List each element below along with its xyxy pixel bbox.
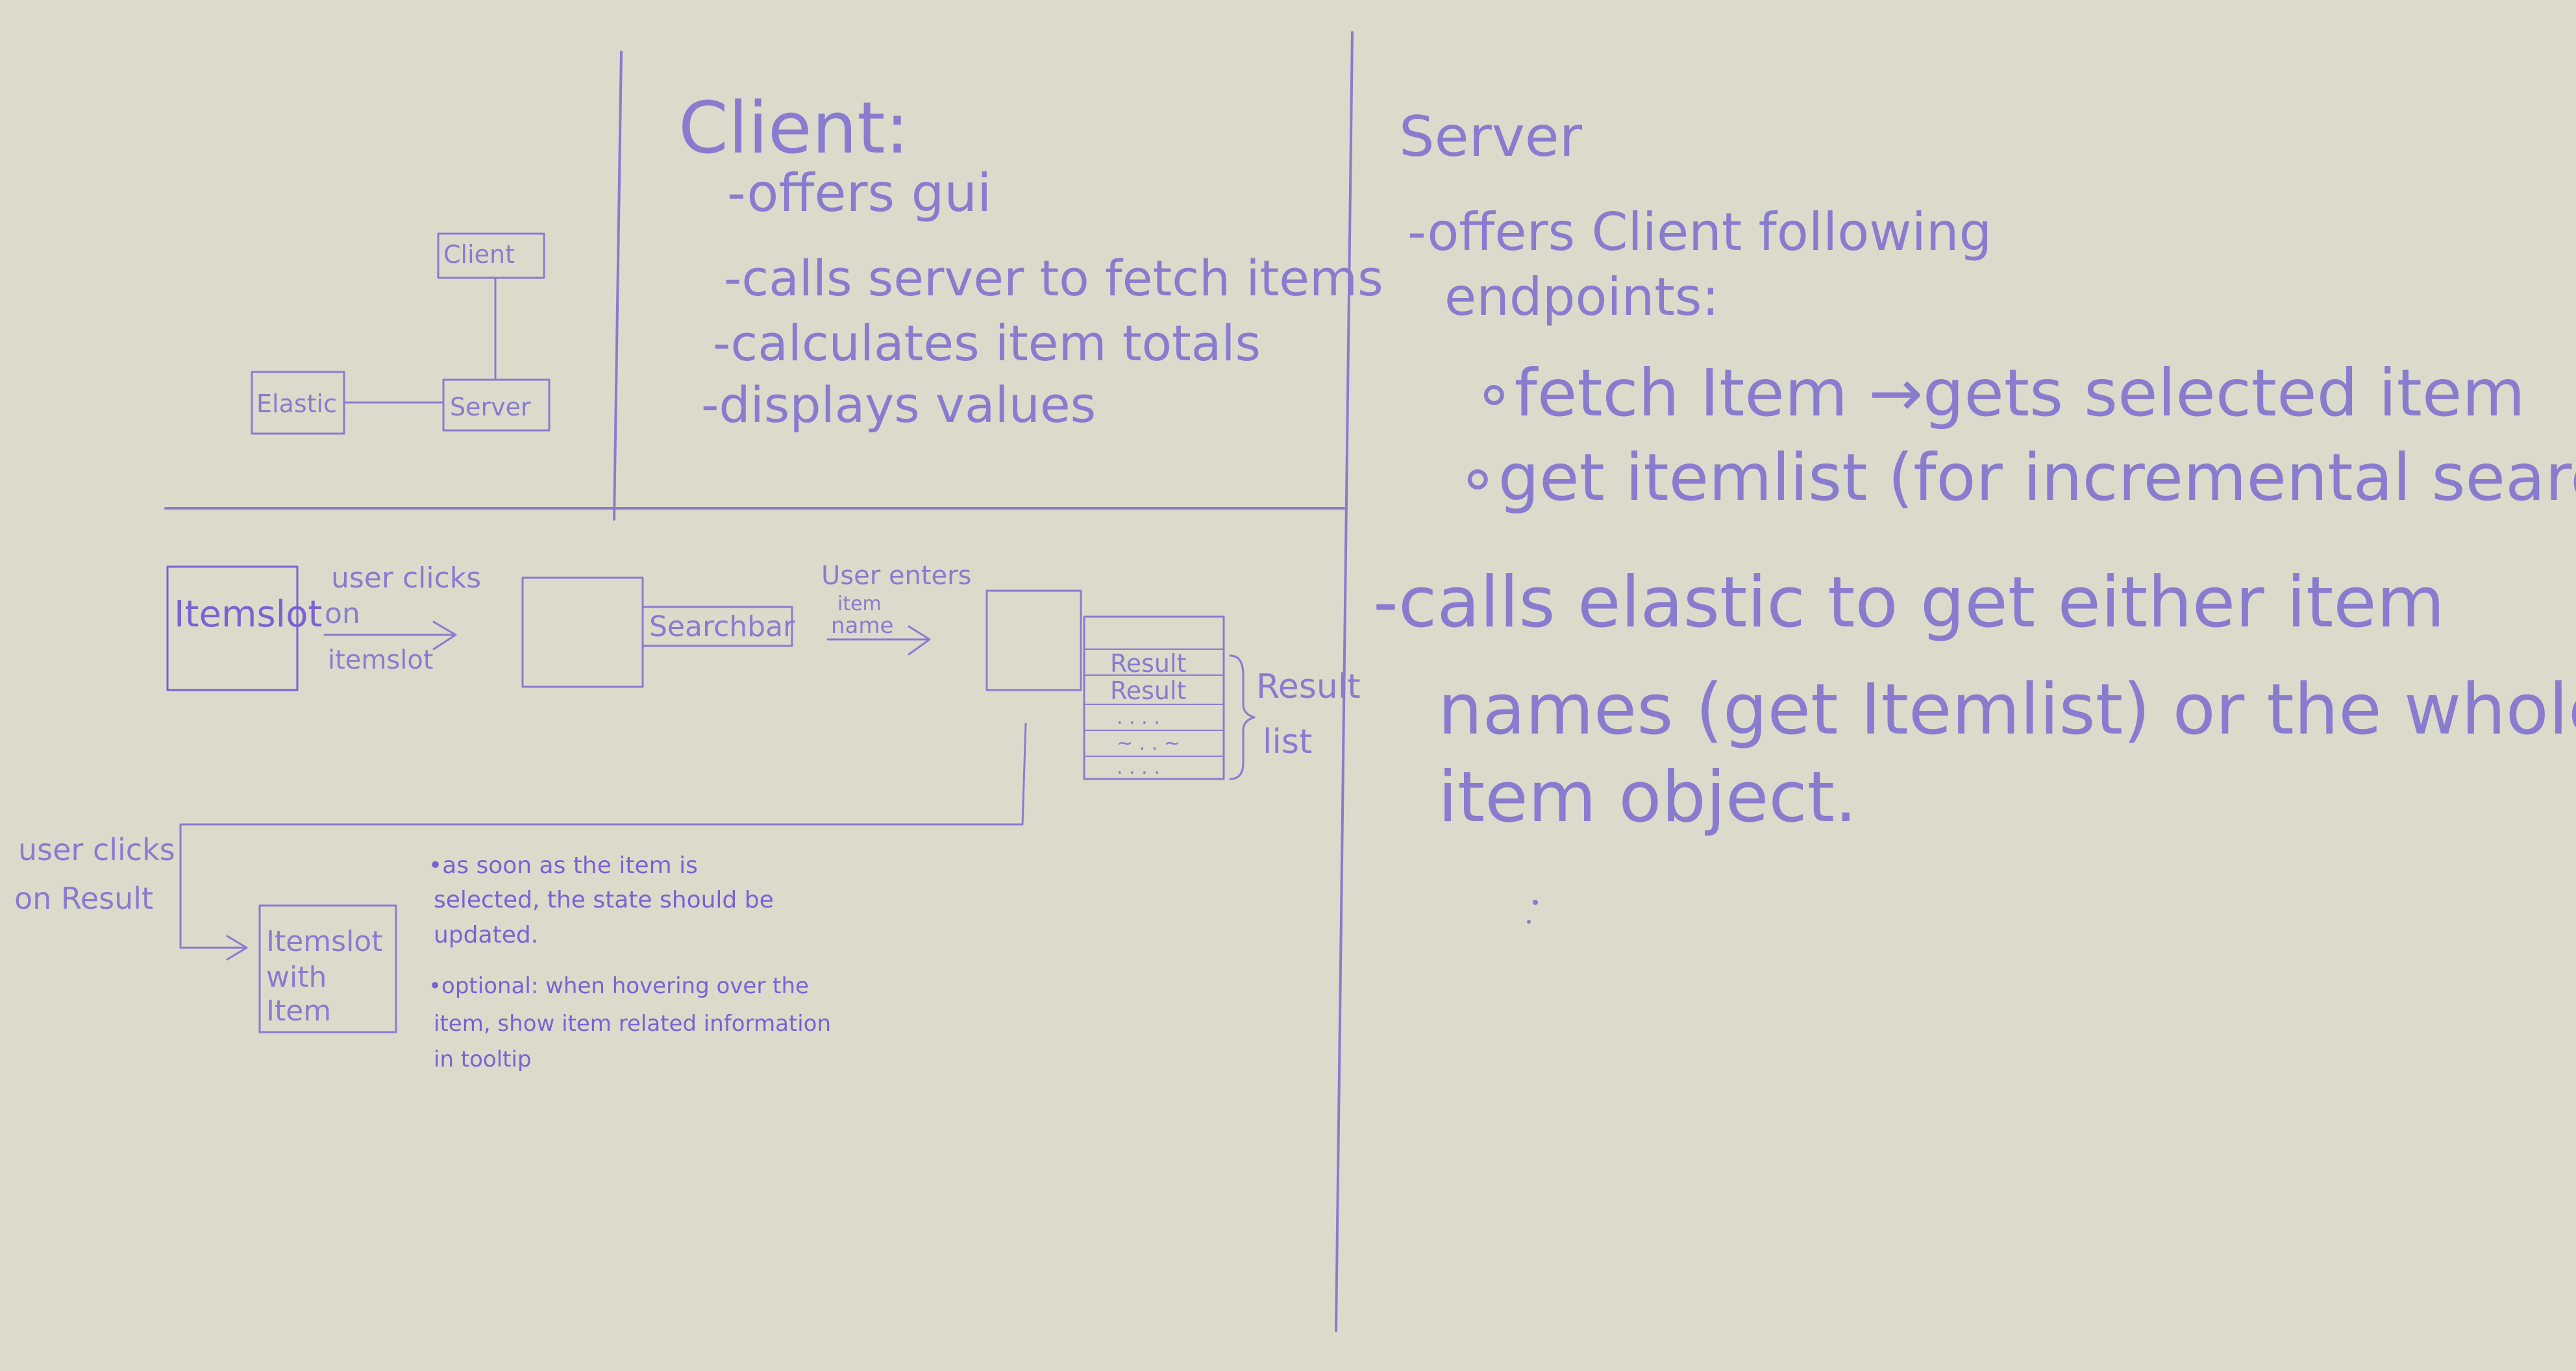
result-list-label-line-2: list [1263,723,1312,761]
user-enters-line-1: User enters [821,561,971,591]
architecture-diagram: Client Server Elastic [251,232,551,435]
user-clicks-itemslot-line-1: user clicks [331,562,481,595]
search-screen-box [521,576,644,688]
vertical-divider-center [1335,31,1354,1332]
user-clicks-result-line-1: user clicks [18,832,175,867]
client-note-1: -offers gui [727,163,991,223]
server-notes: Server -offers Client following endpoint… [1373,105,2576,838]
result-item-2: Result [1110,676,1186,705]
searchbar-label: Searchbar [649,610,795,643]
arrow-to-results-screen [826,625,931,656]
vertical-divider-left [613,51,623,521]
client-note-3: -calculates item totals [713,314,1261,372]
elastic-box-label: Elastic [256,389,337,418]
ui-flow-diagram: Itemslot user clicks on itemslot Searchb… [14,561,1361,1072]
stray-mark [1533,900,1538,905]
itemslot-with-item-line-2: with [266,961,327,994]
server-endpoint-1: ∘fetch Item →gets selected item [1474,355,2525,431]
server-offers-line-2: endpoints: [1444,267,1719,327]
stray-mark [1527,920,1531,924]
client-notes-title: Client: [678,86,910,169]
results-screen-box [985,589,1082,691]
itemslot-with-item-line-3: Item [266,994,331,1028]
client-box-label: Client [443,240,515,269]
searchbar-box [641,606,793,647]
server-box [442,378,551,432]
note-selection-line-1: •as soon as the item is [428,852,698,879]
client-note-4: -displays values [701,376,1096,434]
itemslot-box [166,565,299,691]
result-list-label-line-1: Result [1256,667,1361,706]
server-calls-line-2: names (get Itemlist) or the whole [1438,669,2576,750]
server-calls-line-1: -calls elastic to get either item [1373,562,2445,643]
client-box [437,232,545,279]
server-offers-line-1: -offers Client following [1407,202,1992,262]
client-note-2: -calls server to fetch items [724,249,1383,307]
itemslot-label: Itemslot [174,593,322,636]
server-box-label: Server [450,393,531,421]
server-endpoint-2: ∘get itemlist (for incremental search) [1457,439,2576,515]
note-selection-line-3: updated. [434,922,538,948]
user-clicks-itemslot-line-2: on [325,597,360,630]
note-tooltip-line-3: in tooltip [434,1046,532,1072]
result-item-1: Result [1110,649,1186,678]
note-tooltip-line-2: item, show item related information [434,1011,831,1037]
server-calls-line-3: item object. [1438,757,1857,838]
user-clicks-itemslot-line-3: itemslot [328,645,433,675]
client-notes: Client: -offers gui -calls server to fet… [678,86,1383,434]
result-item-dots-3: . . . . [1117,756,1160,779]
note-selection-line-2: selected, the state should be [434,887,774,913]
user-enters-line-2: item [837,593,882,615]
elastic-box [251,371,345,435]
user-clicks-result-line-2: on Result [14,881,153,916]
result-list-brace [1229,654,1256,780]
result-item-dots-2: ~ . . ~ [1117,732,1180,755]
itemslot-with-item-box [258,904,397,1033]
return-path-line [179,723,1027,961]
server-notes-title: Server [1399,105,1583,169]
result-item-dots-1: . . . . [1117,706,1160,729]
arrow-to-searchbar-screen [323,621,457,650]
user-enters-line-3: name [831,613,893,639]
itemslot-with-item-line-1: Itemslot [266,925,382,958]
result-list-box [1083,615,1225,780]
note-tooltip-line-1: •optional: when hovering over the [428,973,809,999]
